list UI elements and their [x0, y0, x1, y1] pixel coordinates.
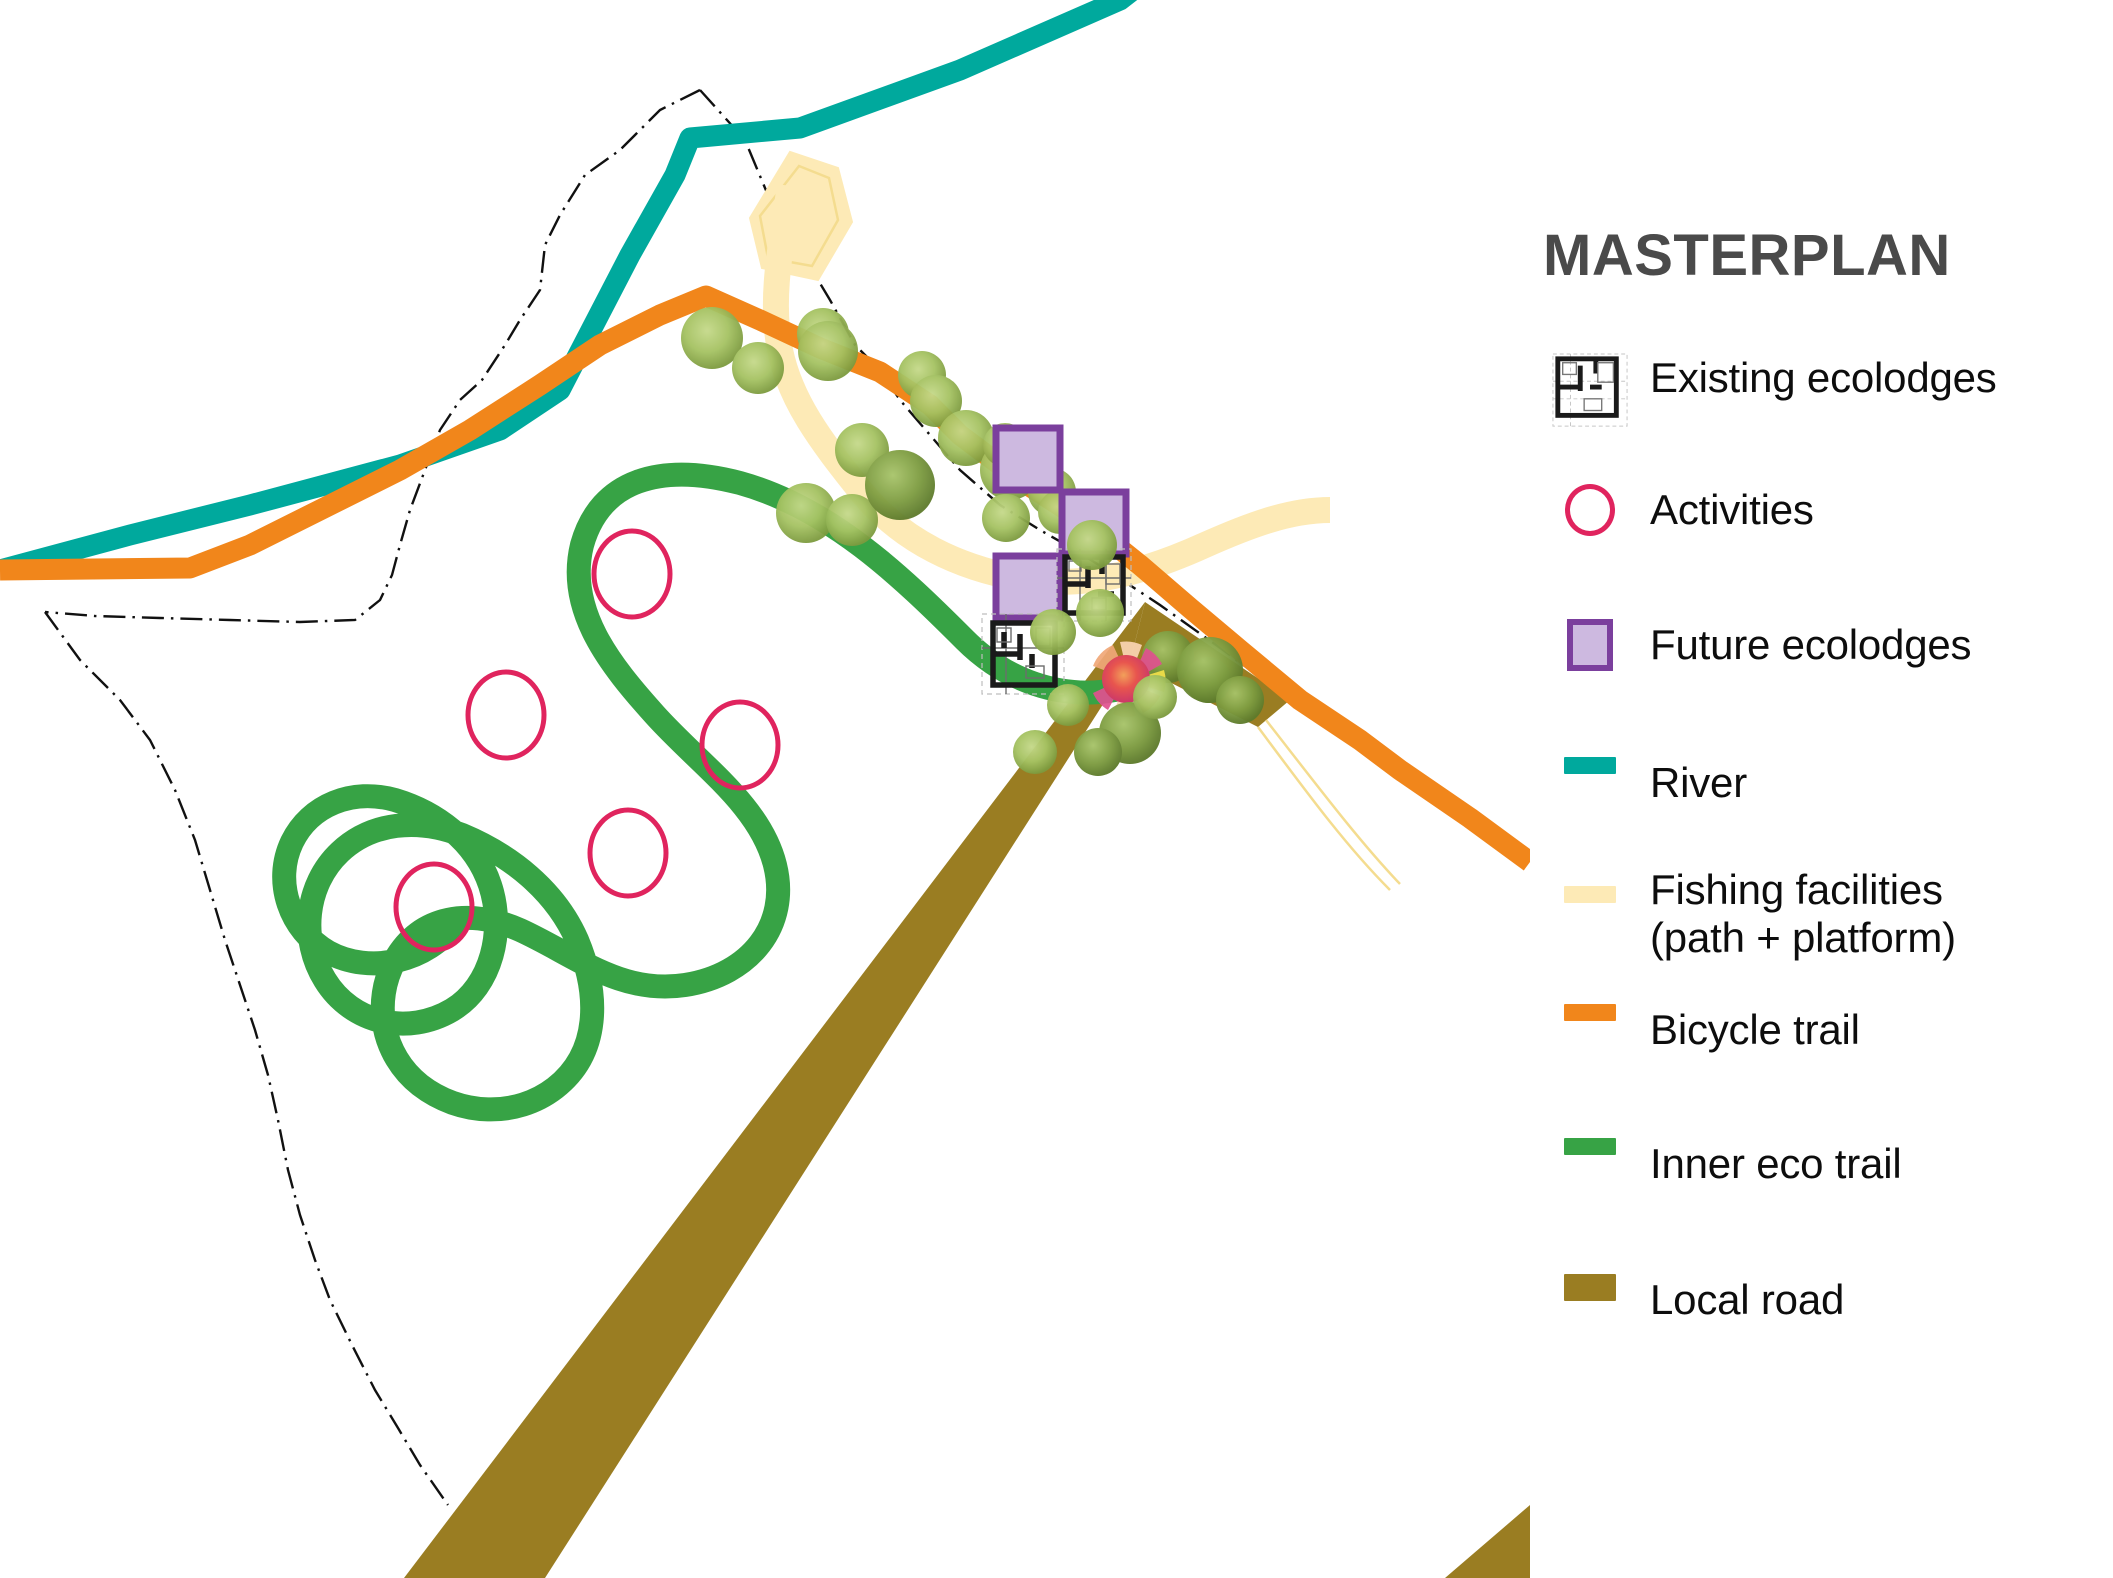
- future-ecolodge: [992, 552, 1064, 622]
- legend-item-future-ecolodges[interactable]: Future ecolodges: [1530, 619, 2113, 671]
- activity-circle: [465, 669, 547, 761]
- legend-label: Bicycle trail: [1650, 1006, 1860, 1053]
- future-ecolodge: [992, 424, 1064, 494]
- activity-circle: [393, 861, 475, 953]
- legend-label: Fishing facilities (path + platform): [1650, 866, 1956, 961]
- legend-label: Local road: [1650, 1276, 1845, 1323]
- legend-label: River: [1650, 759, 1748, 806]
- legend-item-inner-eco-trail[interactable]: Inner eco trail: [1530, 1138, 2113, 1188]
- activity-circle: [591, 528, 673, 620]
- circle-outline-icon: [1530, 484, 1650, 536]
- masterplan-map: [0, 0, 1530, 1578]
- legend-label: Existing ecolodges: [1650, 354, 1997, 401]
- line-swatch-icon-localroad: [1530, 1274, 1650, 1301]
- trees-group-front: [1013, 520, 1264, 776]
- legend-item-activities[interactable]: Activities: [1530, 484, 2113, 536]
- legend-item-fishing-facilities[interactable]: Fishing facilities (path + platform): [1530, 864, 2113, 962]
- legend-label: Activities: [1650, 486, 1814, 533]
- legend-item-bicycle-trail[interactable]: Bicycle trail: [1530, 1004, 2113, 1054]
- line-swatch-icon-ecotrail: [1530, 1138, 1650, 1155]
- line-swatch-icon-river: [1530, 757, 1650, 774]
- floorplan-icon: [1530, 352, 1650, 430]
- river-path: [0, 0, 1138, 581]
- bicycle-trail-path: [0, 285, 1530, 871]
- inner-eco-trail-path: [272, 462, 1127, 1122]
- legend-label: Inner eco trail: [1650, 1140, 1902, 1187]
- legend-item-local-road[interactable]: Local road: [1530, 1274, 2113, 1324]
- activity-circle: [699, 699, 781, 791]
- legend-label: Future ecolodges: [1650, 621, 1972, 668]
- filled-square-icon: [1530, 619, 1650, 671]
- line-swatch-icon-fishing: [1530, 864, 1650, 903]
- line-swatch-icon-bicycle: [1530, 1004, 1650, 1021]
- activity-circle: [587, 807, 669, 899]
- legend-item-existing-ecolodges[interactable]: Existing ecolodges: [1530, 352, 2113, 430]
- legend-item-river[interactable]: River: [1530, 757, 2113, 807]
- page-title: MASTERPLAN: [1543, 223, 1951, 288]
- activities-group: [393, 528, 781, 953]
- legend-panel: MASTERPLAN Existing ecolodges: [1530, 0, 2113, 1578]
